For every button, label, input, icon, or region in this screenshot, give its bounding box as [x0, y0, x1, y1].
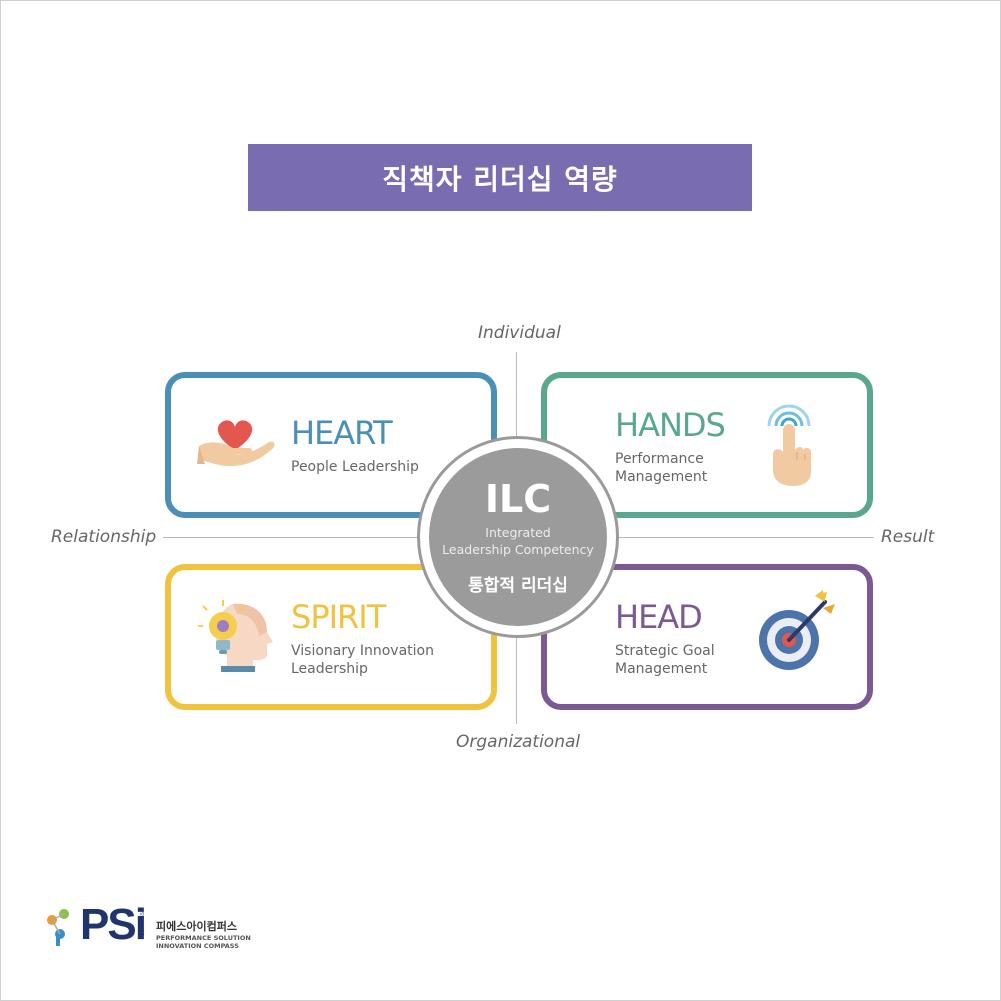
- psi-logo: PSi COMPASS 피에스아이컴퍼스 PERFORMANCE SOLUTIO…: [44, 900, 251, 960]
- ilc-subtitle-line: Leadership Competency: [442, 542, 594, 557]
- head-subtitle: Strategic Goal Management: [615, 642, 715, 678]
- axis-label-top: Individual: [478, 323, 561, 343]
- spirit-subtitle-line: Visionary Innovation: [291, 643, 434, 659]
- spirit-title: SPIRIT: [291, 598, 386, 636]
- psi-logo-mark: [47, 909, 69, 946]
- hands-subtitle-line: Management: [615, 469, 708, 485]
- psi-korean: 피에스아이컴퍼스: [156, 920, 237, 933]
- ilc-korean-label: 통합적 리더십: [468, 576, 568, 596]
- axis-label-right: Result: [881, 527, 935, 547]
- psi-line1: PERFORMANCE SOLUTION: [156, 934, 251, 942]
- target-arrow-icon: [753, 588, 839, 678]
- idea-head-icon: [197, 596, 277, 680]
- hand-heart-icon: [195, 416, 275, 476]
- ilc-inner-circle: [429, 448, 607, 626]
- hands-subtitle: Performance Management: [615, 450, 707, 486]
- ilc-subtitle-line: Integrated: [485, 525, 551, 540]
- finger-touch-icon: [757, 404, 821, 492]
- psi-line2: INNOVATION COMPASS: [156, 942, 239, 950]
- spirit-subtitle: Visionary Innovation Leadership: [291, 642, 434, 678]
- ilc-title: ILC: [484, 477, 552, 521]
- ilc-circle: ILC Integrated Leadership Competency 통합적…: [417, 436, 619, 638]
- heart-subtitle: People Leadership: [291, 458, 419, 476]
- head-subtitle-line: Management: [615, 661, 708, 677]
- heart-title: HEART: [291, 414, 393, 452]
- psi-tag: COMPASS: [140, 912, 146, 937]
- head-subtitle-line: Strategic Goal: [615, 643, 715, 659]
- hands-subtitle-line: Performance: [615, 451, 704, 467]
- spirit-subtitle-line: Leadership: [291, 661, 368, 677]
- psi-brand: PSi: [80, 900, 147, 949]
- heart-subtitle-line: People Leadership: [291, 459, 419, 475]
- hands-title: HANDS: [615, 406, 726, 444]
- page-title: 직책자 리더십 역량: [248, 144, 752, 211]
- head-title: HEAD: [615, 598, 703, 636]
- axis-label-bottom: Organizational: [456, 732, 581, 752]
- axis-label-left: Relationship: [51, 527, 157, 547]
- heart-card: HEART People Leadership: [165, 372, 497, 518]
